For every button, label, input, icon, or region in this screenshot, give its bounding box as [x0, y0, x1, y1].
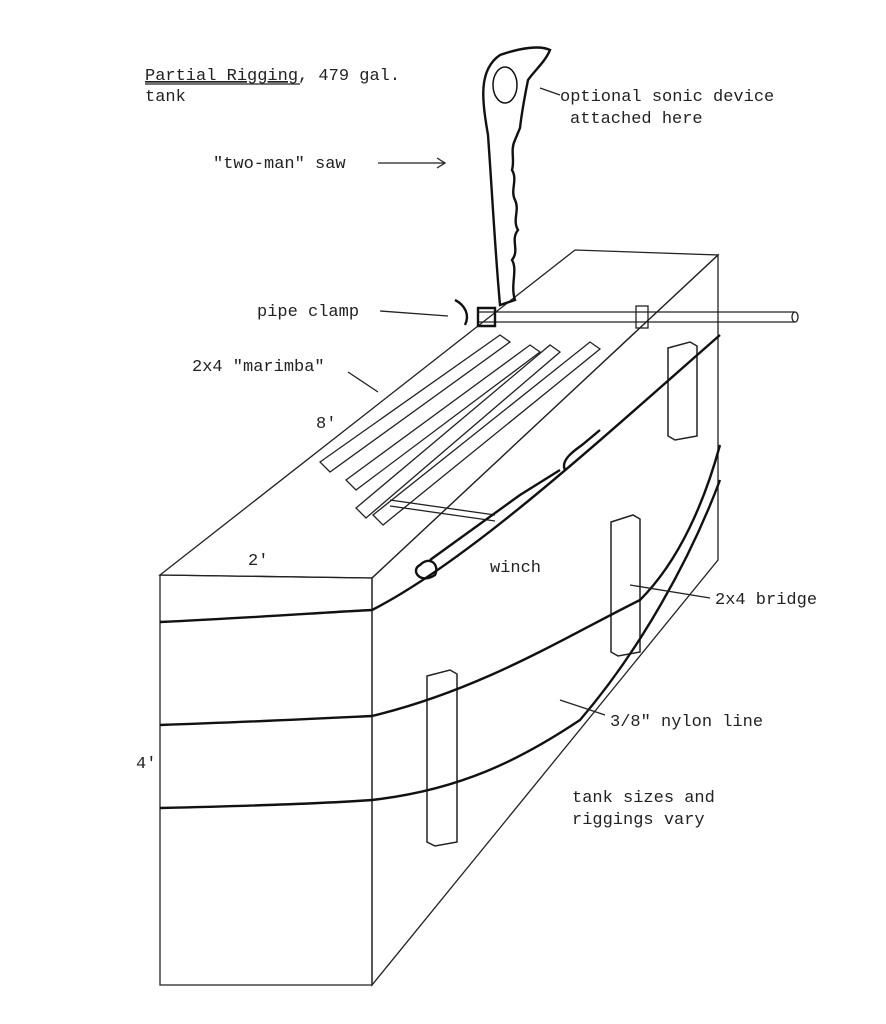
pipe-clamp: [454, 298, 497, 328]
label-bridge: 2x4 bridge: [715, 591, 817, 610]
label-sonic-device: optional sonic device: [560, 88, 774, 107]
label-note-2: riggings vary: [572, 811, 705, 830]
arrow-pipe-clamp: [379, 310, 449, 317]
nylon-lines: [159, 334, 722, 810]
tank-side-face: [371, 253, 719, 987]
label-sonic-device-2: attached here: [570, 110, 703, 129]
label-length-8ft: 8': [316, 415, 336, 434]
arrow-sonic: [539, 87, 561, 96]
label-winch: winch: [490, 559, 541, 578]
title-line1: Partial Rigging, 479 gal.: [145, 67, 400, 86]
winch-hook: [414, 559, 438, 580]
tank: [158, 249, 720, 987]
bridges: [426, 341, 698, 847]
label-nylon-line: 3/8" nylon line: [610, 713, 763, 732]
annotations: optional sonic device attached here "two…: [136, 87, 817, 830]
arrow-nylon: [559, 699, 606, 716]
saw-handle-hole: [492, 66, 518, 104]
pipe: [454, 298, 799, 329]
label-height-4ft: 4': [136, 755, 156, 774]
winch: [389, 429, 601, 580]
arrow-bridge: [629, 584, 711, 599]
title-line2: tank: [145, 88, 186, 107]
label-pipe-clamp: pipe clamp: [257, 303, 359, 322]
marimba-bars: [318, 334, 602, 526]
saw: [482, 46, 552, 307]
label-saw: "two-man" saw: [213, 155, 346, 174]
tank-front-face: [159, 574, 373, 986]
label-marimba: 2x4 "marimba": [192, 358, 325, 377]
pipe-clamp-right: [635, 305, 649, 329]
label-width-2ft: 2': [248, 552, 268, 571]
label-note: tank sizes and: [572, 789, 715, 808]
arrow-marimba: [347, 371, 379, 393]
